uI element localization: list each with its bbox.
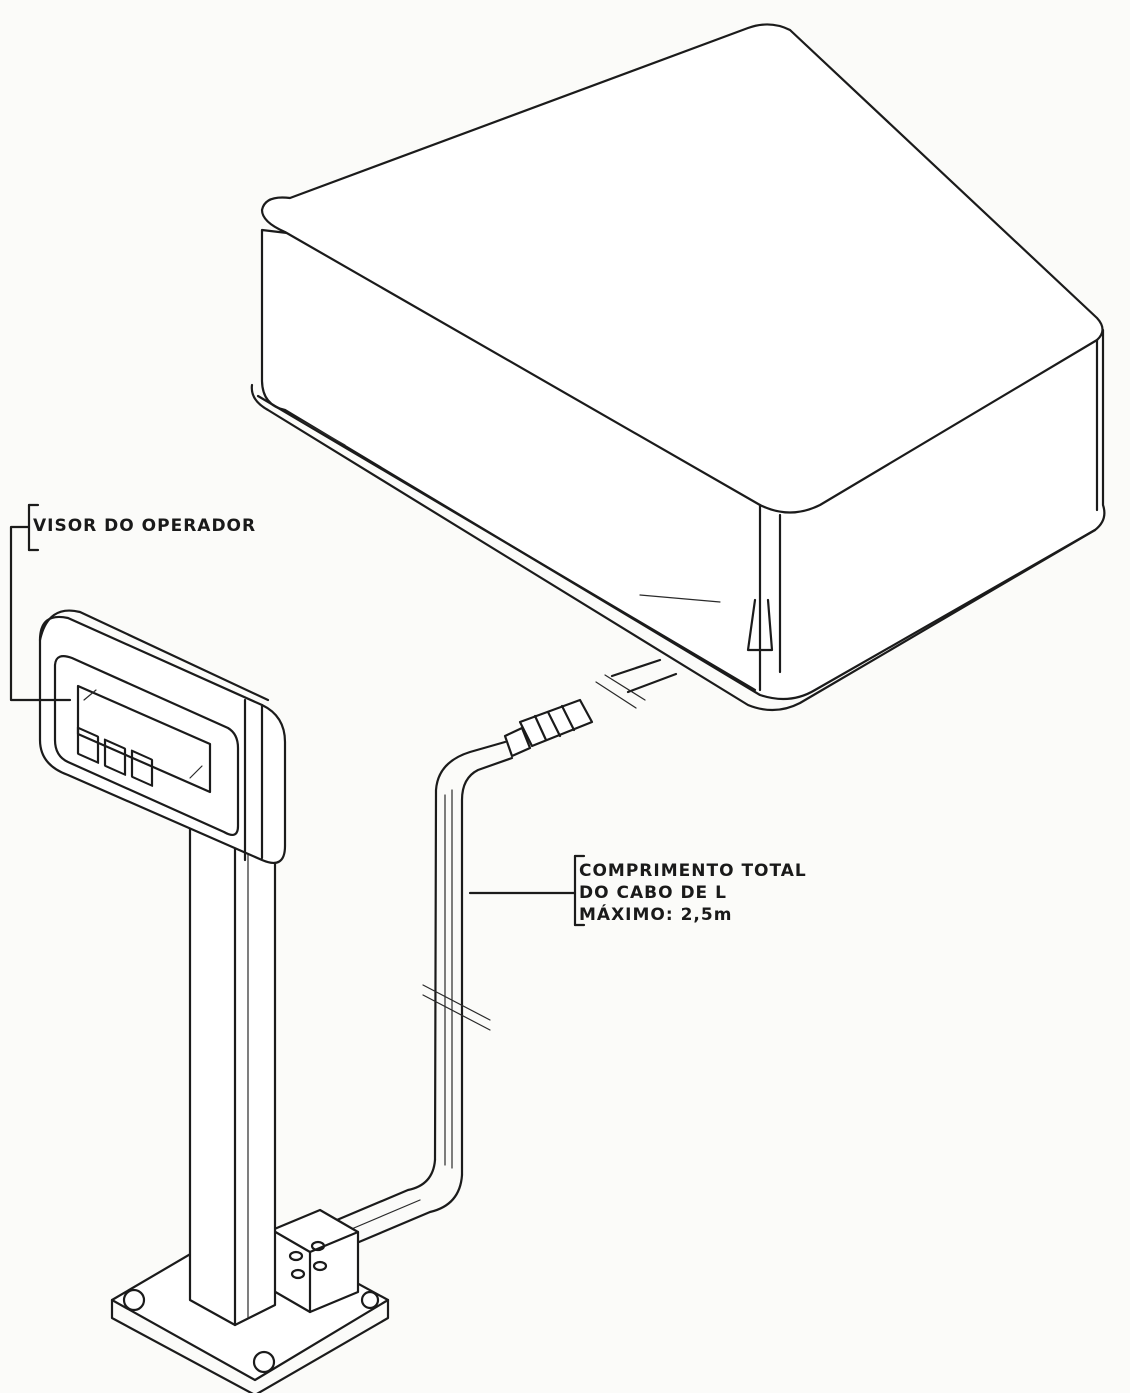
cable-label-line1: COMPRIMENTO TOTAL: [579, 861, 807, 881]
display-label: VISOR DO OPERADOR: [33, 516, 257, 536]
scale-platform: [250, 23, 1106, 712]
display-leader: [9, 503, 72, 702]
display-column: [38, 609, 390, 1393]
cable-label-line3: MÁXIMO: 2,5m: [579, 905, 733, 925]
cable-leader: [468, 854, 586, 927]
cable-length-label: COMPRIMENTO TOTAL DO CABO DE L MÁXIMO: 2…: [579, 860, 807, 926]
cable-label-line2: DO CABO DE L: [579, 883, 727, 903]
connection-cable: [323, 658, 678, 1252]
